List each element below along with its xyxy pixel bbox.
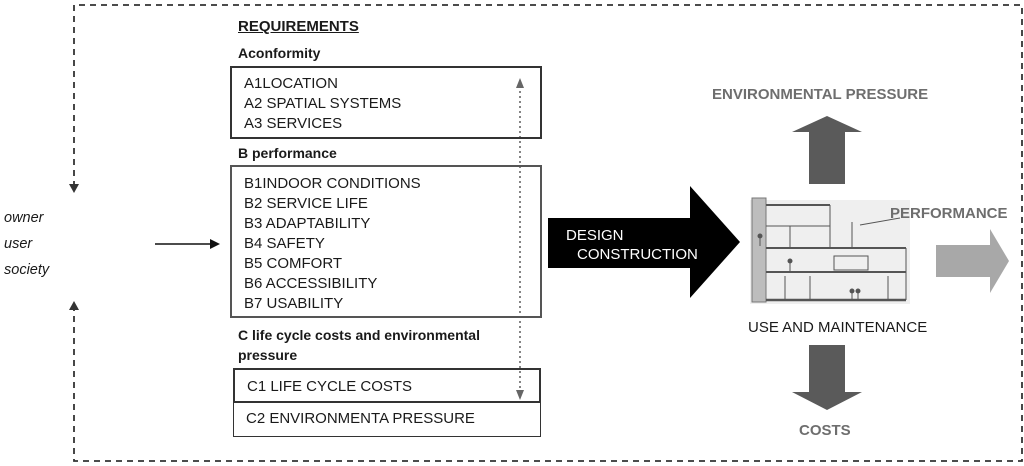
stakeholder-owner: owner xyxy=(4,210,44,226)
costs-label: COSTS xyxy=(799,422,851,439)
section-c-heading: C life cycle costs and environmental pre… xyxy=(238,325,480,365)
section-a-box: A1LOCATION A2 SPATIAL SYSTEMS A3 SERVICE… xyxy=(230,66,542,139)
process-label: DESIGN CONSTRUCTION xyxy=(566,226,698,264)
requirement-item-b4: B4 SAFETY xyxy=(244,235,325,252)
requirement-item-b7: B7 USABILITY xyxy=(244,295,344,312)
section-c-heading-line2: pressure xyxy=(238,347,298,363)
requirement-item-b6: B6 ACCESSIBILITY xyxy=(244,275,378,292)
requirement-item-a3: A3 SERVICES xyxy=(244,115,343,132)
requirement-item-b3: B3 ADAPTABILITY xyxy=(244,215,371,232)
arrow-down-icon xyxy=(792,345,862,410)
feedback-loop-top xyxy=(73,4,1023,462)
stakeholder-list: owner user society xyxy=(4,205,49,283)
dotted-link-down-icon xyxy=(516,390,524,400)
requirement-item-b5: B5 COMFORT xyxy=(244,255,343,272)
arrow-right-icon xyxy=(936,229,1009,293)
process-label-design: DESIGN xyxy=(566,227,624,244)
requirement-item-a1: A1LOCATION xyxy=(244,75,338,92)
dotted-link-up-icon xyxy=(516,78,524,88)
section-b-heading: B performance xyxy=(238,145,337,161)
requirement-item-b2: B2 SERVICE LIFE xyxy=(244,195,368,212)
building-section-icon xyxy=(750,197,910,304)
stakeholder-society: society xyxy=(4,262,50,278)
requirement-item-c1: C1 LIFE CYCLE COSTS xyxy=(247,378,413,395)
input-arrowhead-icon xyxy=(210,239,220,249)
feedback-arrowhead-up-icon xyxy=(69,301,79,310)
requirement-item-c2: C2 ENVIRONMENTA PRESSURE xyxy=(246,410,475,427)
section-c-heading-line1: C life cycle costs and environmental xyxy=(238,327,480,343)
requirement-item-a2: A2 SPATIAL SYSTEMS xyxy=(244,95,402,112)
section-a-heading: Aconformity xyxy=(238,45,321,61)
stakeholder-user: user xyxy=(4,236,33,252)
section-c2-box: C2 ENVIRONMENTA PRESSURE xyxy=(233,401,541,437)
requirements-title: REQUIREMENTS xyxy=(238,18,359,35)
section-b-box: B1INDOOR CONDITIONS B2 SERVICE LIFE B3 A… xyxy=(230,165,542,318)
feedback-arrowhead-down-icon xyxy=(69,184,79,193)
performance-label: PERFORMANCE xyxy=(890,205,1008,222)
section-c1-box: C1 LIFE CYCLE COSTS xyxy=(233,368,541,403)
arrow-up-icon xyxy=(792,116,862,184)
requirement-item-b1: B1INDOOR CONDITIONS xyxy=(244,175,421,192)
use-maintenance-label: USE AND MAINTENANCE xyxy=(748,319,928,336)
process-label-construction: CONSTRUCTION xyxy=(577,246,698,263)
environmental-pressure-label: ENVIRONMENTAL PRESSURE xyxy=(712,86,929,103)
design-construction-arrow xyxy=(548,186,740,298)
